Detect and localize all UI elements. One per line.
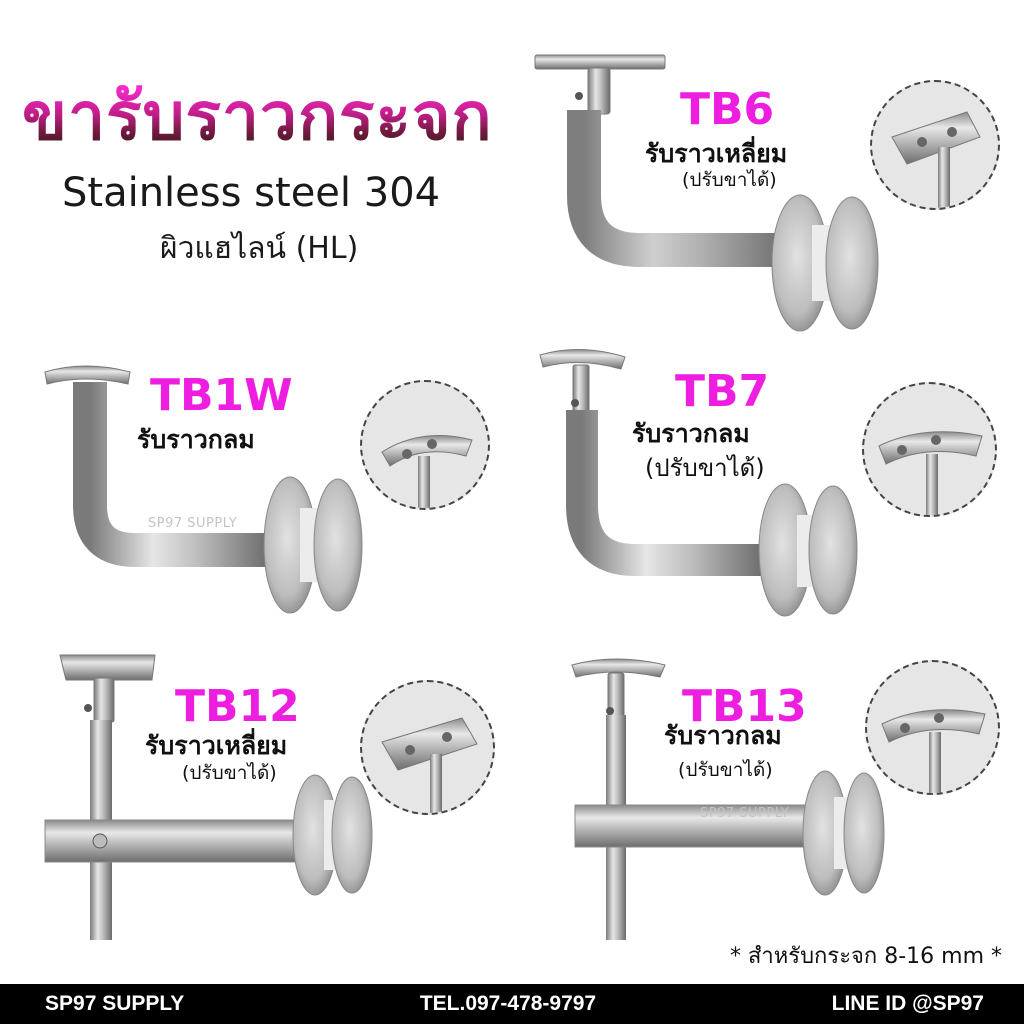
product-image-tb12 [44,654,373,940]
model-label-tb1w: TB1W [150,370,293,421]
detail-zoom-tb1w [360,380,490,510]
model-label-tb7: TB7 [675,366,770,417]
holder-type-tb1w: รับราวกลม [137,425,255,454]
watermark-text: SP97 SUPPLY [148,516,238,531]
footer-line-id: LINE ID @SP97 [831,992,984,1015]
footer-bar: SP97 SUPPLY TEL.097-478-9797 LINE ID @SP… [0,984,1024,1024]
holder-type-tb7: รับราวกลม [632,419,750,448]
model-label-tb12: TB12 [175,681,300,732]
detail-zoom-tb13 [865,660,1000,795]
detail-zoom-tb12 [360,680,495,815]
main-title: ขารับราวกระจก [22,78,493,155]
holder-type-tb12: รับราวเหลี่ยม [145,731,288,760]
detail-zoom-tb7 [862,382,997,517]
product-image-tb1w [44,365,363,614]
watermark-text-2: SP97 SUPPLY [700,806,790,821]
adjust-note-tb6: (ปรับขาได้) [682,169,777,191]
adjust-note-tb13: (ปรับขาได้) [678,759,773,781]
glass-thickness-note: * สำหรับกระจก 8-16 mm * [730,944,1002,969]
finish-subtitle: ผิวแฮไลน์ (HL) [160,231,359,266]
model-label-tb6: TB6 [680,84,775,135]
product-image-tb7 [539,349,858,617]
holder-type-tb13: รับราวกลม [664,721,782,750]
product-image-tb6 [534,54,879,332]
material-subtitle: Stainless steel 304 [62,170,441,216]
footer-brand: SP97 SUPPLY [45,992,185,1015]
detail-zoom-tb6 [870,80,1000,210]
holder-type-tb6: รับราวเหลี่ยม [645,139,788,168]
product-image-tb13 [571,658,885,940]
model-label-tb13: TB13 [682,681,807,732]
adjust-note-tb7: (ปรับขาได้) [645,454,765,482]
adjust-note-tb12: (ปรับขาได้) [182,762,277,784]
footer-phone: TEL.097-478-9797 [419,992,597,1015]
